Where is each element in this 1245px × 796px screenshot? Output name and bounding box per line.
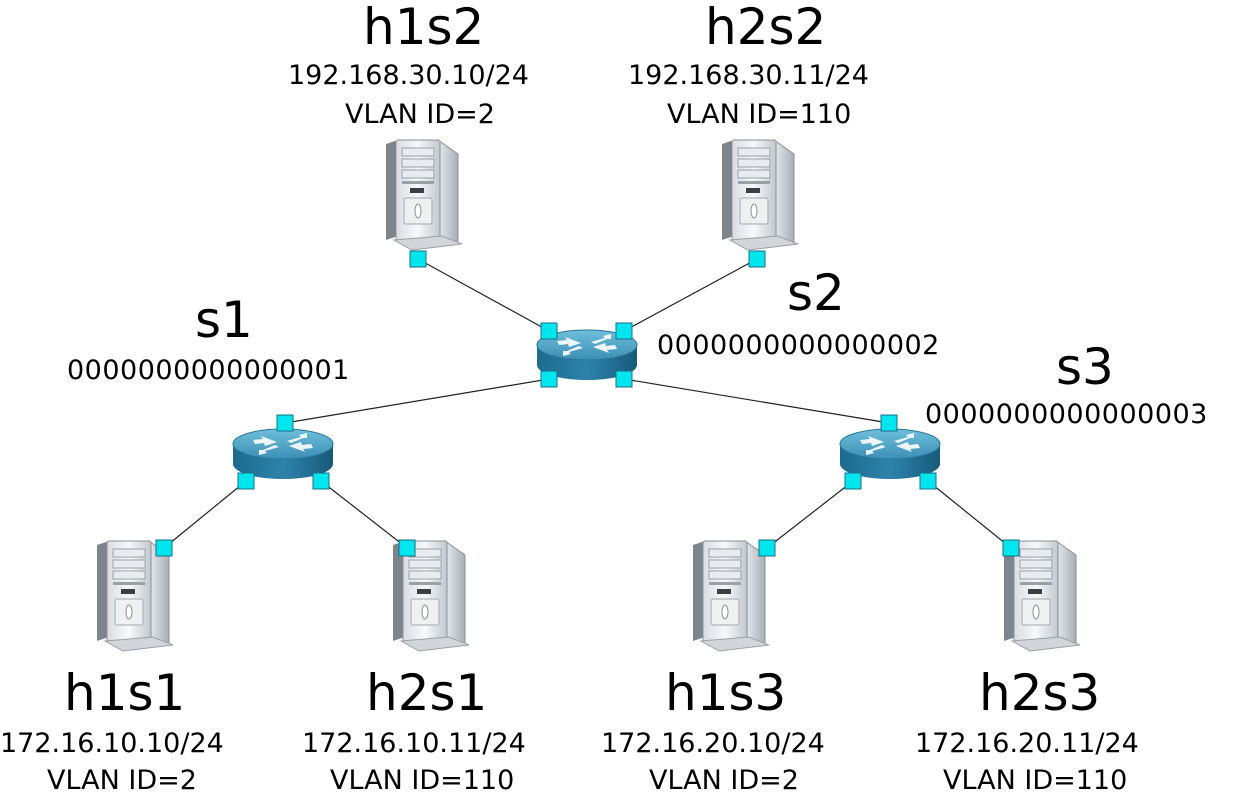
port-icon-6: [880, 414, 898, 432]
port-icon-2: [748, 250, 766, 268]
port-icon-1: [540, 322, 558, 340]
switch-s2-name: s2: [787, 264, 845, 322]
host-h1s2-vlan: VLAN ID=2: [345, 99, 495, 130]
host-h1s3-vlan: VLAN ID=2: [649, 765, 799, 796]
port-icon-10: [398, 539, 416, 557]
host-h2s2-name: h2s2: [705, 0, 827, 56]
host-h2s3-name: h2s3: [979, 664, 1101, 722]
port-icon-12: [758, 539, 776, 557]
switch-icon-s3: [839, 428, 941, 480]
host-h1s3-ip: 172.16.20.10/24: [601, 728, 825, 759]
link-h1s2-s2: [417, 258, 550, 332]
port-icon-13: [844, 472, 862, 490]
server-icon-h1s1: [96, 540, 174, 652]
host-h2s2-vlan: VLAN ID=110: [667, 99, 852, 130]
port-icon-4: [276, 414, 294, 432]
host-h2s1-name: h2s1: [366, 664, 488, 722]
port-icon-8: [155, 539, 173, 557]
link-h2s3-s3: [927, 480, 1012, 549]
server-icon-h1s3: [692, 540, 770, 652]
nodes-group: [96, 139, 1081, 652]
server-icon-h2s3: [1003, 540, 1081, 652]
port-icon-0: [409, 250, 427, 268]
port-icon-9: [237, 472, 255, 490]
host-h2s1-ip: 172.16.10.11/24: [302, 728, 526, 759]
link-s3-s2: [623, 378, 890, 424]
host-h1s1-name: h1s1: [64, 664, 186, 722]
host-h1s1-vlan: VLAN ID=2: [47, 765, 197, 796]
link-h2s2-s2: [623, 258, 758, 332]
host-h1s2-name: h1s2: [363, 0, 485, 56]
switch-s3-name: s3: [1056, 338, 1114, 396]
host-h2s2-ip: 192.168.30.11/24: [628, 60, 869, 91]
link-s1-s2: [284, 378, 550, 424]
port-icon-15: [919, 472, 937, 490]
switch-s1-name: s1: [195, 291, 253, 349]
link-h1s1-s1: [163, 480, 247, 549]
link-h1s3-s3: [766, 480, 854, 549]
switch-s1-dpid: 0000000000000001: [67, 355, 350, 386]
switch-s2-dpid: 0000000000000002: [657, 330, 940, 361]
host-h1s2-ip: 192.168.30.10/24: [288, 60, 529, 91]
host-h1s3-name: h1s3: [665, 664, 787, 722]
host-h2s3-vlan: VLAN ID=110: [943, 765, 1128, 796]
server-icon-h1s2: [385, 139, 463, 251]
ports-group: [155, 250, 1020, 557]
port-icon-3: [615, 322, 633, 340]
link-h2s1-s1: [320, 480, 408, 549]
host-h2s3-ip: 172.16.20.11/24: [915, 728, 1139, 759]
switch-icon-s1: [232, 428, 334, 480]
port-icon-14: [1002, 539, 1020, 557]
port-icon-7: [615, 370, 633, 388]
server-icon-h2s2: [721, 139, 799, 251]
port-icon-11: [312, 472, 330, 490]
server-icon-h2s1: [392, 540, 470, 652]
switch-s3-dpid: 0000000000000003: [925, 399, 1208, 430]
port-icon-5: [540, 370, 558, 388]
host-h2s1-vlan: VLAN ID=110: [330, 765, 515, 796]
host-h1s1-ip: 172.16.10.10/24: [0, 728, 224, 759]
links-group: [163, 258, 1012, 549]
